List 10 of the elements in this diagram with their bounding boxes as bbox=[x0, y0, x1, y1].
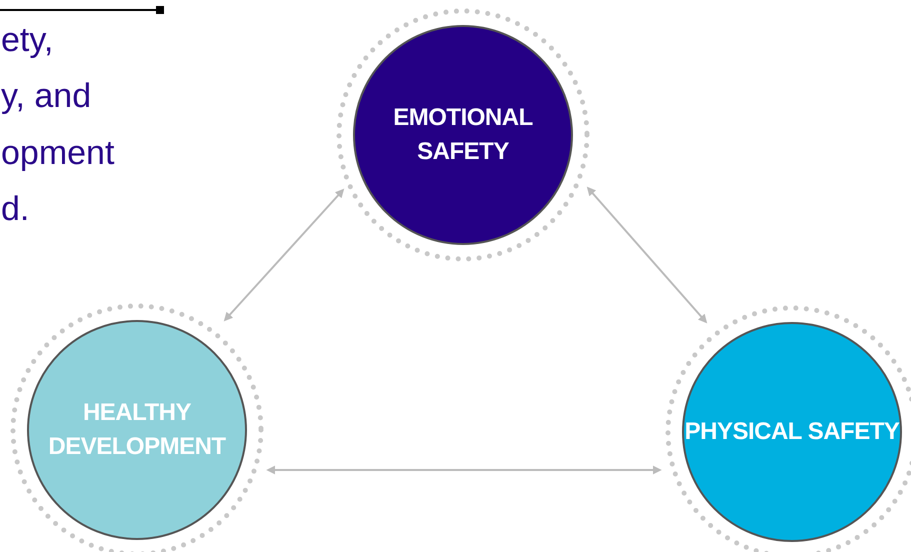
double-arrow bbox=[224, 188, 344, 322]
node-label: HEALTHY DEVELOPMENT bbox=[47, 398, 227, 462]
node-label: PHYSICAL SAFETY bbox=[684, 417, 900, 447]
intro-text: y, and bbox=[1, 76, 92, 116]
intro-text: d. bbox=[1, 189, 30, 229]
intro-text: opment bbox=[1, 133, 114, 173]
node-label: EMOTIONAL SAFETY bbox=[392, 103, 534, 167]
intro-text: ety, bbox=[1, 20, 54, 60]
double-arrow bbox=[586, 186, 708, 324]
double-arrow bbox=[266, 466, 662, 474]
